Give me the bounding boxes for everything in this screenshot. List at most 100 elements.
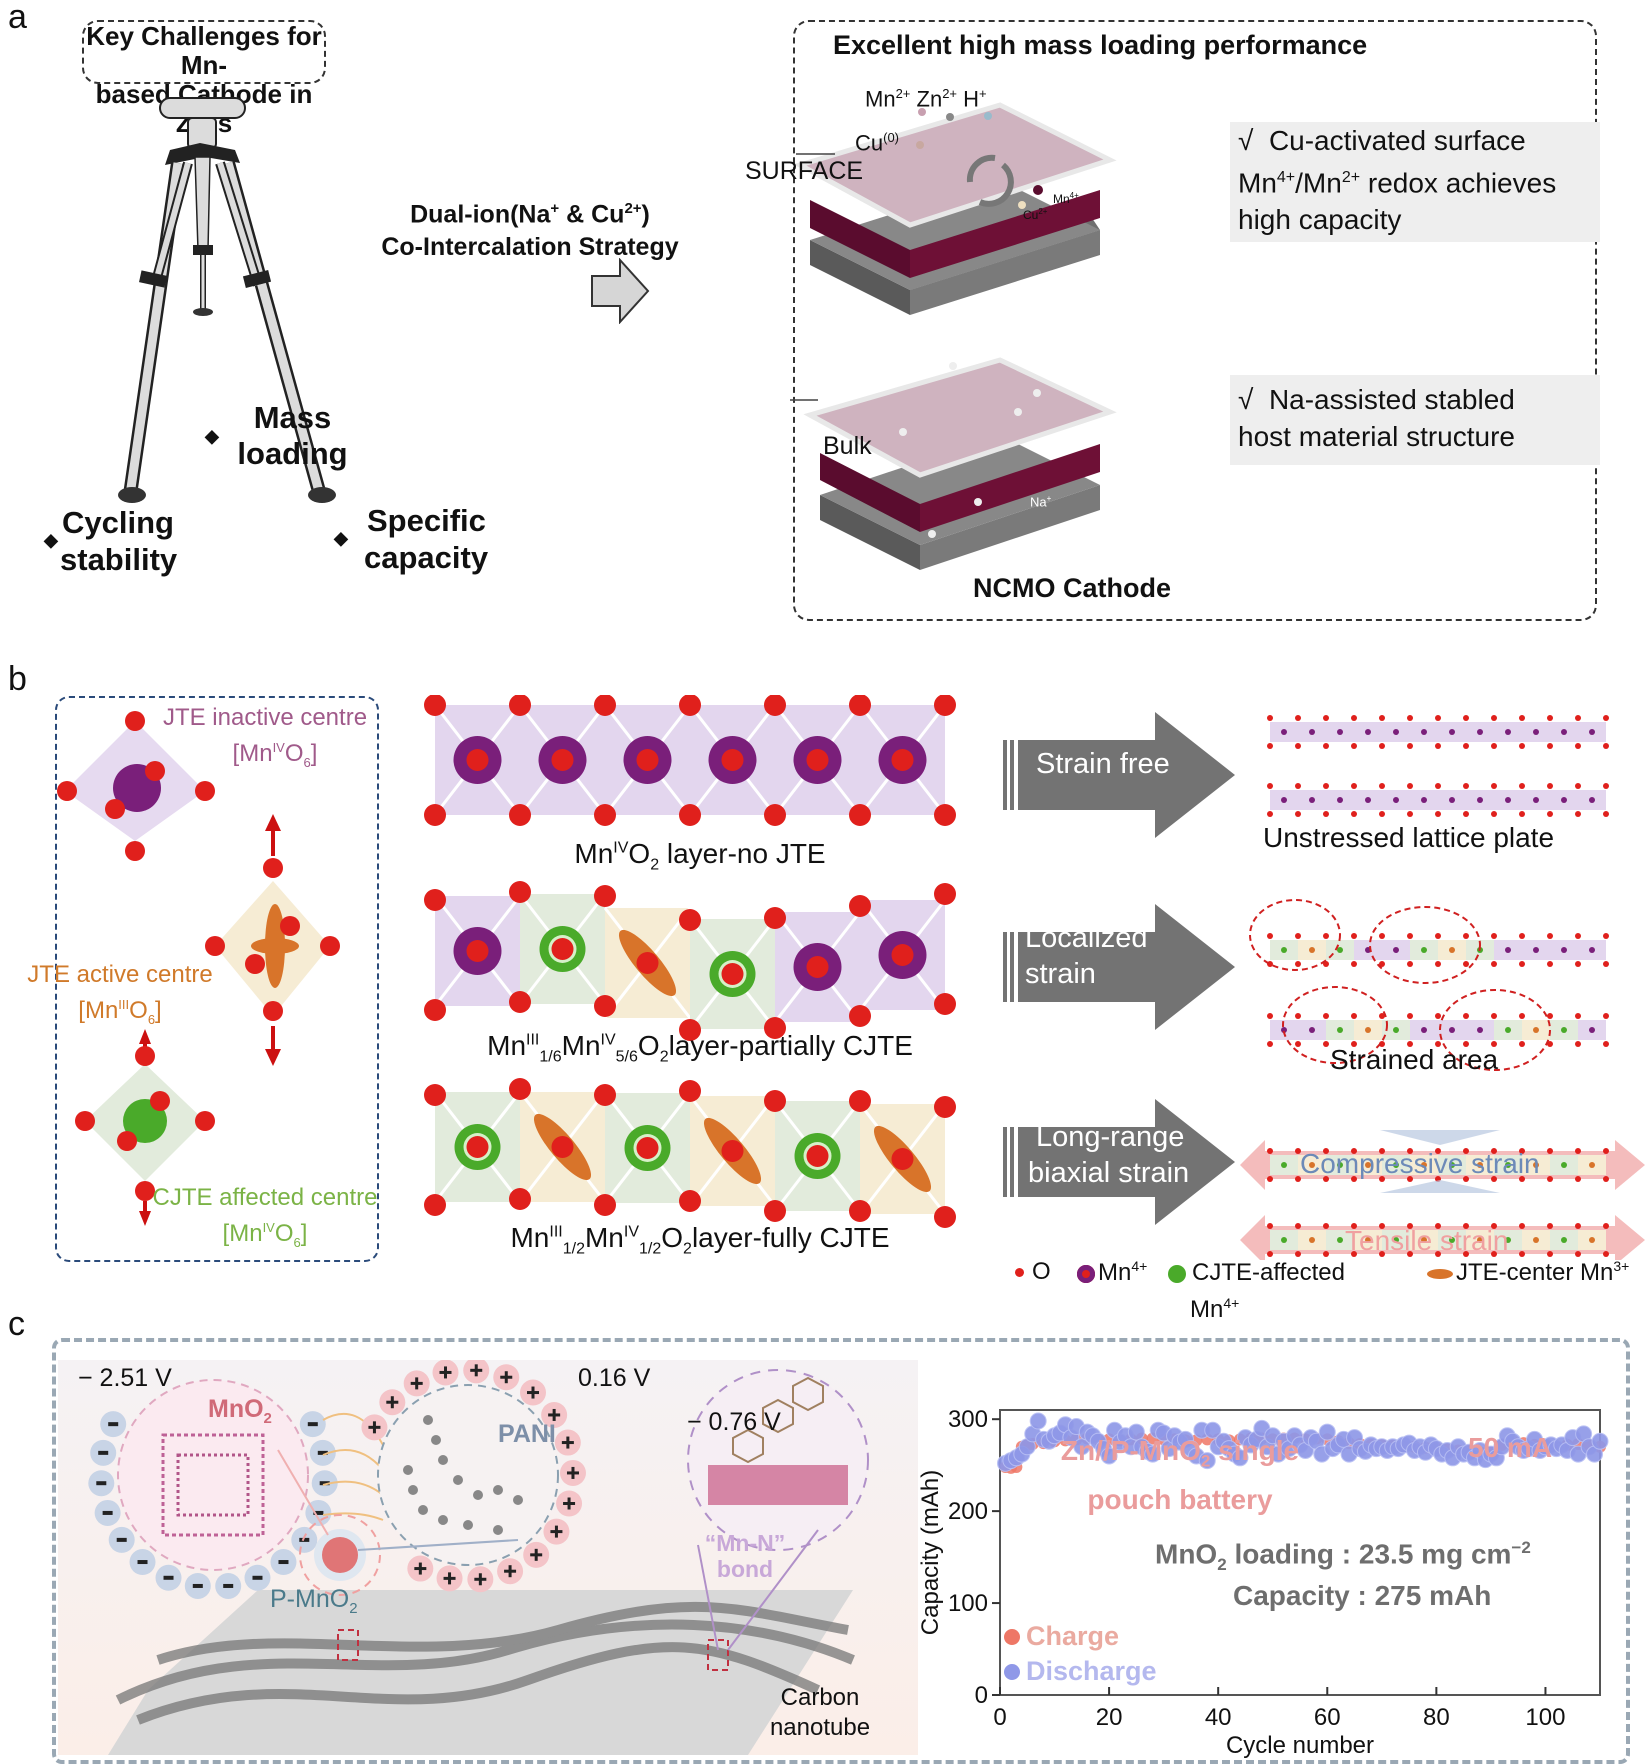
oxygen-atom: [1407, 1223, 1413, 1229]
x-tick-label: 20: [1096, 1704, 1123, 1731]
oxygen-atom: [509, 881, 531, 903]
cu2-label: Cu2+: [1023, 207, 1048, 222]
biaxial-plate-1: [1240, 1140, 1645, 1190]
oxygen-atom: [1575, 1223, 1581, 1229]
mini-centre: [1533, 797, 1539, 803]
mini-centre: [1393, 729, 1399, 735]
arrow-label-localized: Localized strain: [1025, 922, 1148, 990]
oxygen-atom: [679, 1190, 701, 1212]
mini-centre: [1393, 1027, 1399, 1033]
oxygen-atom: [1295, 1176, 1301, 1182]
x-tick-label: 60: [1314, 1704, 1341, 1731]
oxygen-atom: [1435, 811, 1441, 817]
jte-orbital-icon: [1427, 1268, 1453, 1279]
bulk-top-plate: [803, 357, 1117, 478]
y-axis-label: Capacity (mAh): [917, 1470, 944, 1635]
oxygen-atom: [1463, 1176, 1469, 1182]
oxygen-atom: [1603, 961, 1609, 967]
oxygen-atom: [1603, 1251, 1609, 1257]
oxygen-atom: [1267, 1223, 1273, 1229]
oxygen-atom: [1463, 715, 1469, 721]
oxygen-atom: [934, 993, 956, 1015]
oxygen-atom: [1547, 715, 1553, 721]
oxygen-atom: [1603, 811, 1609, 817]
strategy-text: Dual-ion(Na+ & Cu2+) Co-Intercalation St…: [381, 200, 679, 262]
oxygen-atom: [424, 889, 446, 911]
surface-top-plate: [793, 102, 1117, 228]
oxygen-atom: [1575, 1251, 1581, 1257]
oxygen-atom: [1575, 783, 1581, 789]
challenge-box: Key Challenges for Mn- based Cathode in …: [82, 20, 326, 138]
oxygen-atom: [424, 1084, 446, 1106]
challenge-cycling-stability: ◆ Cycling stability: [44, 505, 178, 577]
oxygen-atom: [1407, 811, 1413, 817]
mini-centre: [1505, 797, 1511, 803]
oxygen-atom: [594, 1084, 616, 1106]
chart-capacity-label: Capacity : 275 mAh: [1233, 1580, 1492, 1611]
result-tensile: Tensile strain: [1345, 1225, 1509, 1256]
challenge-specific-capacity: ◆ Specific capacity: [334, 503, 489, 575]
oxygen-atom: [1519, 1013, 1525, 1019]
tripod-foot-left: [118, 487, 146, 503]
oxygen-atom: [1575, 961, 1581, 967]
oxygen-atom: [1295, 1223, 1301, 1229]
mn4-ion: [1033, 185, 1043, 195]
redox-cycle-icon: [966, 154, 1014, 207]
oxygen-atom: [1603, 1223, 1609, 1229]
oxygen-atom: [1463, 961, 1469, 967]
mini-centre: [1365, 1162, 1371, 1168]
oxygen-atom: [1519, 1041, 1525, 1047]
oxygen-atom: [934, 695, 956, 716]
oxygen-atom: [1295, 715, 1301, 721]
legend-label-charge: Charge: [1026, 1621, 1119, 1651]
mini-centre: [1477, 797, 1483, 803]
oxygen-atom: [934, 1206, 956, 1228]
mini-centre: [1393, 947, 1399, 953]
oxygen-atom: [1435, 1251, 1441, 1257]
legend-cjte: CJTE-affected Mn4+: [1168, 1258, 1345, 1325]
oxygen-atom: [1435, 1013, 1441, 1019]
mini-centre: [1561, 729, 1567, 735]
y-tick-label: 100: [948, 1590, 988, 1617]
oxygen-atom: [1351, 811, 1357, 817]
mini-centre: [1477, 1162, 1483, 1168]
oxygen-atom: [679, 695, 701, 716]
oxygen-atom: [764, 1200, 786, 1222]
y-tick-label: 300: [948, 1406, 988, 1433]
right-arrow-icon: [591, 258, 650, 324]
mini-centre: [1533, 1162, 1539, 1168]
oxygen-atom: [806, 749, 829, 771]
oxygen-atom: [1463, 811, 1469, 817]
mini-centre: [1365, 1027, 1371, 1033]
mini-centre: [1281, 729, 1287, 735]
y-tick-label: 0: [975, 1682, 988, 1709]
mini-centre: [1505, 729, 1511, 735]
unstressed-plate-1: [1267, 715, 1609, 749]
oxygen-atom: [764, 1017, 786, 1039]
oxygen-atom: [1491, 1251, 1497, 1257]
oxygen-atom: [1295, 1148, 1301, 1154]
oxygen-atom: [1547, 1013, 1553, 1019]
x-tick-label: 40: [1205, 1704, 1232, 1731]
oxygen-atom: [891, 944, 914, 966]
oxygen-atom: [1575, 1041, 1581, 1047]
oxygen-atom: [1351, 1148, 1357, 1154]
mini-centre: [1449, 947, 1455, 953]
mini-centre: [1309, 797, 1315, 803]
oxygen-atom: [551, 1136, 574, 1158]
oxygen-atom: [721, 749, 744, 771]
arrow-strain-free: [1003, 712, 1235, 838]
surface-cathode-diagram: [790, 102, 1117, 570]
oxygen-atom: [509, 1188, 531, 1210]
oxygen-atom: [1379, 1176, 1385, 1182]
cjte-sphere-icon: [1168, 1264, 1186, 1283]
oxygen-atom: [1547, 783, 1553, 789]
oxygen-atom: [594, 885, 616, 907]
compressive-indicator: [1380, 1130, 1500, 1145]
mini-centre: [1533, 1027, 1539, 1033]
layer-caption-0: MnIVO2 layer-no JTE: [574, 838, 826, 874]
oxygen-atom: [1491, 811, 1497, 817]
oxygen-atom: [1575, 1013, 1581, 1019]
oxygen-atom: [424, 804, 446, 826]
